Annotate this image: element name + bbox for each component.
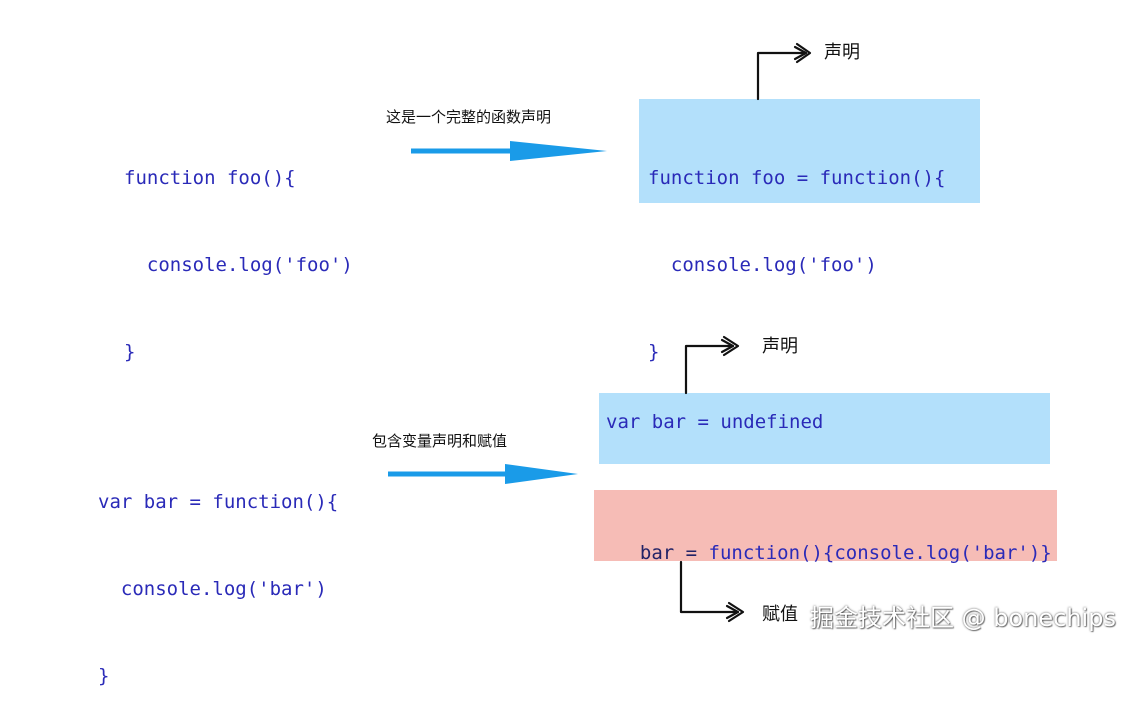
declaration-connector-top (756, 42, 812, 101)
bar-declaration-box (599, 393, 1050, 464)
bar-declaration-code: var bar = undefined (606, 411, 824, 433)
declaration-label-top: 声明 (824, 42, 860, 63)
assignment-target: bar = (639, 542, 709, 564)
declare-and-assign-note: 包含变量声明和赋值 (372, 432, 508, 450)
code-line: } (98, 665, 110, 687)
declaration-label-bottom: 声明 (762, 336, 798, 357)
code-line: var bar = function(){ (98, 491, 339, 513)
assignment-function: function(){console.log('bar')} (708, 542, 1052, 564)
foo-declaration-box (639, 99, 980, 203)
code-line: console.log('foo') (648, 254, 877, 276)
assignment-connector (679, 560, 745, 623)
declaration-connector-bottom (684, 335, 740, 395)
assignment-label: 赋值 (762, 604, 798, 625)
code-line: console.log('bar') (98, 578, 327, 600)
code-line: } (124, 341, 136, 363)
bar-assignment-box (594, 490, 1057, 561)
bar-assignment-code: bar = function(){console.log('bar')} (617, 510, 1052, 568)
foo-source-code: function foo(){ console.log('foo') } (124, 106, 353, 396)
code-line: console.log('foo') (124, 254, 353, 276)
foo-result-code: function foo = function(){ console.log('… (648, 106, 945, 396)
transform-arrow-2 (388, 464, 578, 484)
code-line: } (648, 341, 660, 363)
code-line: function foo = function(){ (648, 167, 946, 189)
code-line: function foo(){ (124, 167, 296, 189)
watermark: 掘金技术社区 @ bonechips (810, 604, 1116, 632)
transform-arrow-1 (411, 141, 607, 161)
diagram-arrows (388, 42, 812, 623)
full-declaration-note: 这是一个完整的函数声明 (386, 108, 552, 126)
